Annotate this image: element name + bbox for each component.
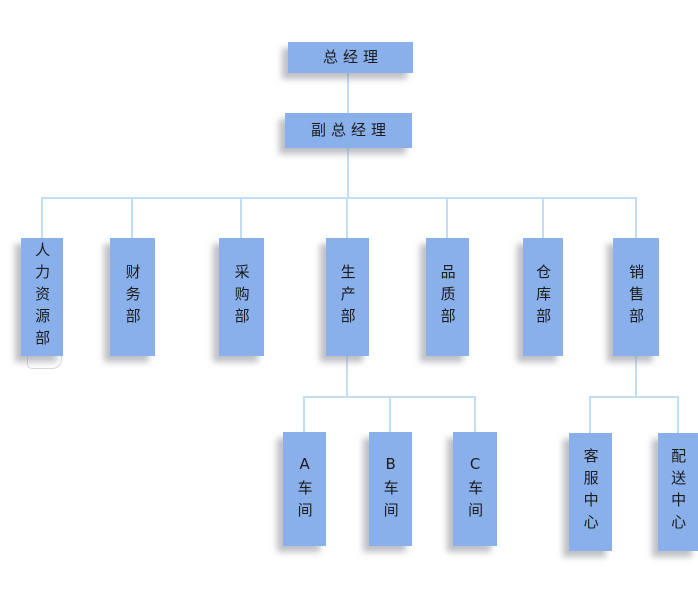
org-node-general-manager[interactable]: 总经理 [288, 42, 413, 73]
org-node-warehouse-department[interactable]: 仓库部 [523, 238, 563, 356]
connector-level3-rail [41, 197, 637, 199]
connector-drop-warehouse [542, 197, 544, 238]
org-node-sales-department[interactable]: 销售部 [613, 238, 659, 356]
connector-production-stem [346, 356, 348, 397]
org-node-workshop-b[interactable]: B车间 [369, 432, 412, 546]
org-node-workshop-a[interactable]: A车间 [283, 432, 326, 546]
connector-drop-workshop-a [303, 397, 305, 432]
connector-sales-stem [635, 356, 637, 397]
connector-drop-distribution [677, 397, 679, 433]
org-node-distribution-center[interactable]: 配送中心 [658, 433, 698, 551]
connector-drop-quality [446, 197, 448, 238]
connector-drop-customer-service [589, 397, 591, 433]
connector-drop-hr [41, 197, 43, 238]
connector-drop-sales [635, 197, 637, 238]
connector-drop-workshop-b [389, 397, 391, 432]
connector-root-to-deputy [347, 73, 349, 113]
org-node-production-department[interactable]: 生产部 [326, 238, 369, 356]
org-node-deputy-general-manager[interactable]: 副总经理 [285, 113, 412, 148]
connector-sales-rail [589, 396, 679, 398]
org-node-customer-service-center[interactable]: 客服中心 [569, 433, 612, 551]
org-node-hr-department[interactable]: 人力资源部 [21, 238, 63, 356]
connector-drop-production [346, 197, 348, 238]
org-node-finance-department[interactable]: 财务部 [110, 238, 155, 356]
connector-drop-workshop-c [474, 397, 476, 432]
page-curl-artifact [27, 354, 62, 369]
org-node-purchasing-department[interactable]: 采购部 [219, 238, 264, 356]
org-node-workshop-c[interactable]: C车间 [453, 432, 497, 546]
connector-deputy-stem [347, 148, 349, 197]
connector-drop-purchasing [240, 197, 242, 238]
connector-drop-finance [131, 197, 133, 238]
org-node-quality-department[interactable]: 品质部 [426, 238, 469, 356]
